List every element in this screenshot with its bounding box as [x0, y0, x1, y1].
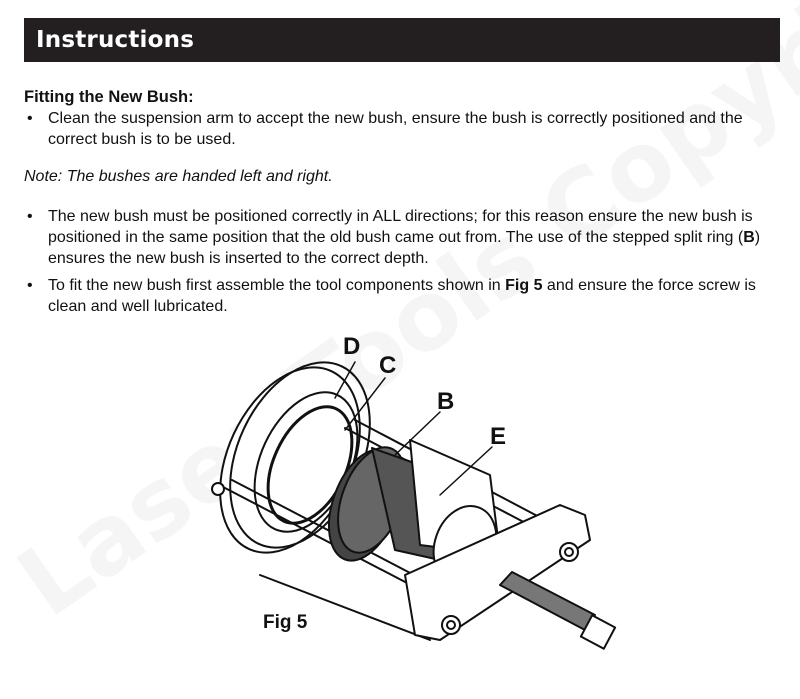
- split-ring-c-inner: [266, 405, 354, 525]
- callout-c: C: [379, 352, 397, 379]
- nut-icon: [211, 482, 225, 496]
- bullet-list-2: • The new bush must be positioned correc…: [24, 206, 776, 317]
- callout-b: B: [437, 388, 455, 415]
- header-title: Instructions: [36, 27, 195, 53]
- note-text: Note: The bushes are handed left and rig…: [24, 168, 333, 185]
- callout-e: E: [490, 423, 507, 450]
- instructions-content: Fitting the New Bush: • Clean the suspen…: [24, 86, 776, 323]
- bullet-icon: •: [27, 208, 33, 225]
- bullet-text-after: ) ensures the new bush is inserted to th…: [48, 229, 761, 267]
- receiver-cup-e-end: [432, 505, 498, 585]
- rear-plate: [404, 504, 591, 641]
- stepped-split-ring-b-face: [337, 446, 407, 554]
- nut-icon: [564, 547, 574, 557]
- bullet-text-after: and ensure the force screw is clean and …: [48, 277, 756, 315]
- leader-c: [344, 377, 386, 431]
- bullet-text-before: To fit the new bush first assemble the t…: [48, 277, 506, 294]
- split-ring-c: [253, 391, 359, 533]
- section-title: Fitting the New Bush:: [24, 88, 194, 106]
- instructions-header: Instructions: [24, 18, 780, 62]
- leader-d: [334, 361, 356, 399]
- figure-caption: Fig 5: [263, 612, 308, 633]
- flange-plate-d-back: [229, 361, 371, 549]
- nut-icon: [441, 615, 461, 635]
- bullet-text: Clean the suspension arm to accept the n…: [48, 110, 743, 148]
- flange-plate-d: [219, 366, 361, 554]
- bullet-icon: •: [27, 110, 33, 127]
- receiver-cup-e: [409, 439, 501, 556]
- tie-rod: [231, 479, 438, 588]
- list-item: • To fit the new bush first assemble the…: [24, 275, 776, 317]
- list-item: • Clean the suspension arm to accept the…: [24, 108, 776, 150]
- bullet-text-before: The new bush must be positioned correctl…: [48, 208, 753, 246]
- nut-icon: [446, 620, 456, 630]
- hex-head: [579, 614, 617, 650]
- tie-rod: [224, 487, 431, 596]
- force-screw: [499, 571, 596, 631]
- leader-e: [439, 446, 493, 496]
- bullet-text-bold: Fig 5: [505, 277, 543, 294]
- tie-rod: [344, 427, 536, 529]
- leader-b: [394, 411, 441, 456]
- bullet-icon: •: [27, 277, 33, 294]
- ring-b-body: [371, 447, 441, 561]
- bullet-list-1: • Clean the suspension arm to accept the…: [24, 108, 776, 150]
- tie-rod: [354, 419, 546, 521]
- list-item: • The new bush must be positioned correc…: [24, 206, 776, 269]
- nut-icon: [559, 542, 579, 562]
- callout-d: D: [343, 333, 361, 360]
- stepped-split-ring-b: [327, 448, 403, 562]
- bullet-text-bold: B: [743, 229, 755, 246]
